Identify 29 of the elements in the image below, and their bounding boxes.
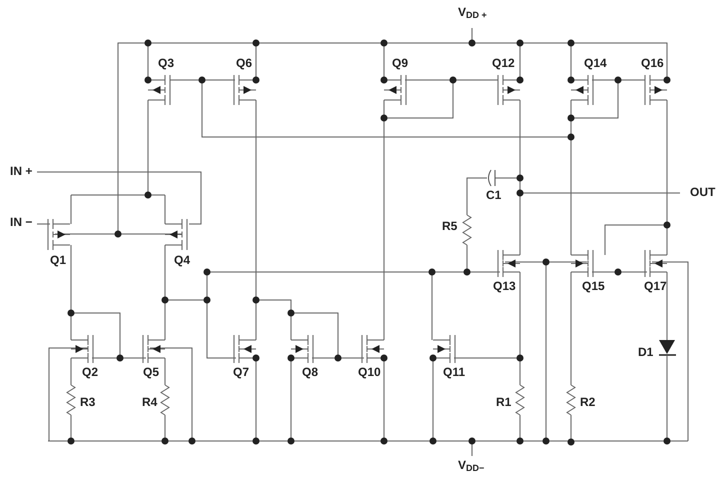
part-label: R3 [80, 396, 96, 408]
part-label: Q10 [358, 366, 381, 378]
part-label: Q12 [492, 57, 515, 69]
part-label: Q11 [443, 366, 466, 378]
terminal-label: IN − [10, 216, 32, 228]
part-label: Q9 [392, 57, 408, 69]
supply-label: V$_{DD−}$ [458, 459, 484, 471]
part-label: Q6 [236, 57, 252, 69]
terminal-label: IN + [10, 165, 32, 177]
part-label: R4 [142, 396, 158, 408]
part-label: Q1 [50, 254, 66, 266]
part-label: Q7 [233, 366, 250, 378]
terminal-label: OUT [690, 186, 716, 198]
part-label: Q3 [158, 57, 174, 69]
part-label: Q13 [493, 280, 516, 292]
part-label: Q14 [584, 57, 607, 69]
part-label: R2 [580, 396, 596, 408]
part-label: Q17 [644, 280, 667, 292]
part-label: Q15 [582, 280, 605, 292]
part-label: Q4 [174, 254, 190, 266]
supply-label: V$_{DD +}$ [458, 6, 487, 18]
part-label: R1 [496, 396, 512, 408]
part-label: D1 [638, 346, 654, 358]
part-label: Q8 [302, 366, 318, 378]
part-label: Q5 [143, 366, 160, 378]
part-label: C1 [486, 189, 502, 201]
part-label: Q16 [641, 57, 664, 69]
part-label: Q2 [82, 366, 98, 378]
part-label: R5 [442, 220, 458, 232]
